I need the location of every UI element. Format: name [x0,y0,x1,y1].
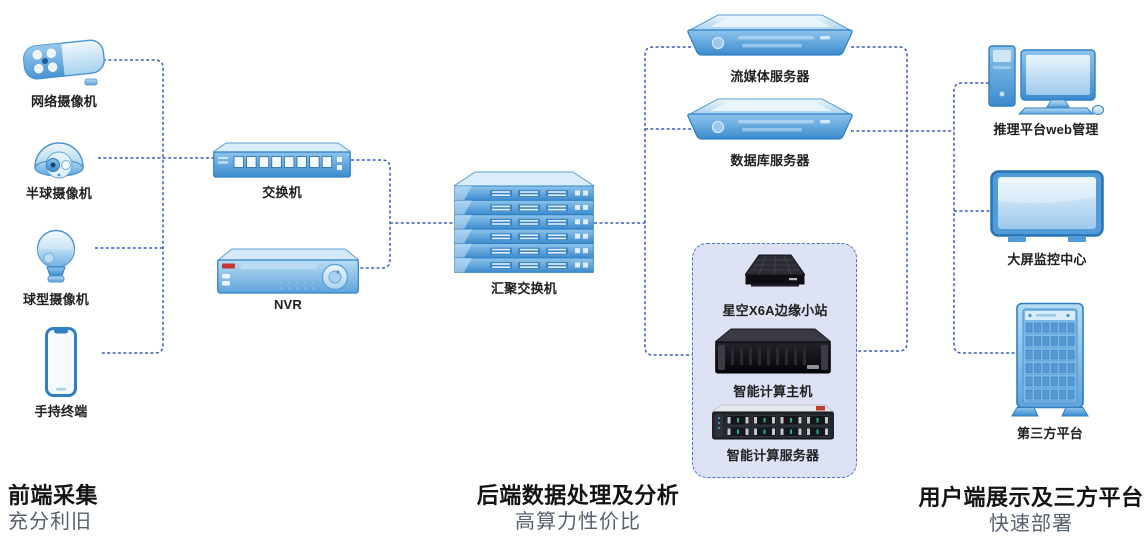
node-db-server: 数据库服务器 [686,97,854,169]
node-label: 半球摄像机 [25,186,92,201]
caption-subtitle: 高算力性价比 [515,511,641,534]
nvr-icon [217,248,359,294]
rack-server-icon [687,14,853,56]
caption-client: 用户端展示及三方平台 快速部署 [881,485,1146,535]
node-dome-camera: 半球摄像机 [9,134,109,202]
node-label: 智能计算主机 [733,384,813,399]
bullet-camera-icon [23,39,105,86]
caption-subtitle: 快速部署 [989,513,1073,536]
node-edge-station: 星空X6A边缘小站 [715,253,835,319]
caption-backend: 后端数据处理及分析 高算力性价比 [428,483,728,533]
node-label: 星空X6A边缘小站 [722,303,828,318]
node-aggregation-switch: 汇聚交换机 [454,171,594,297]
node-ai-server: 智能计算服务器 [712,404,834,464]
ptz-ball-camera-icon [36,229,76,283]
caption-subtitle: 充分利旧 [8,511,92,534]
node-handheld-terminal: 手持终端 [11,326,111,420]
wire-client-bus [953,82,1015,354]
node-ai-host: 智能计算主机 [715,328,831,400]
node-stream-server: 流媒体服务器 [686,13,854,85]
node-label: 交换机 [262,185,302,200]
node-big-screen: 大屏监控中心 [990,170,1104,268]
node-label: 第三方平台 [1016,426,1083,441]
tower-server-icon [1011,302,1089,417]
node-label: 大屏监控中心 [1007,252,1087,267]
edge-box-icon [745,254,805,287]
desktop-computer-icon [988,45,1104,115]
smartphone-icon [45,327,77,397]
rack-server-icon [687,98,853,140]
node-ptz-camera: 球型摄像机 [6,228,106,308]
caption-title: 前端采集 [8,483,99,508]
large-display-icon [990,170,1104,242]
switch-icon [213,142,351,178]
wire-camera-bus [100,59,164,354]
black-server-icon [715,328,831,374]
aggregation-switch-icon [454,171,594,273]
node-label: 汇聚交换机 [490,281,557,296]
node-label: 推理平台web管理 [993,122,1099,137]
caption-title: 后端数据处理及分析 [476,483,680,508]
dome-camera-icon [34,142,84,179]
node-web-management: 推理平台web管理 [987,44,1105,138]
node-label: 智能计算服务器 [726,448,820,463]
node-nvr: NVR [217,248,359,312]
drive-bay-server-icon [712,404,834,440]
node-label: 数据库服务器 [730,153,810,168]
caption-title: 用户端展示及三方平台 [918,485,1144,510]
wire-server-right-bus [851,46,908,352]
caption-frontend: 前端采集 充分利旧 [8,483,98,533]
node-third-party: 第三方平台 [1010,302,1090,442]
wire-core-bus [644,46,692,356]
node-ip-camera: 网络摄像机 [14,34,114,110]
node-label: 手持终端 [34,404,88,419]
node-label: 球型摄像机 [22,292,89,307]
node-switch: 交换机 [213,141,351,201]
node-label: NVR [273,297,303,312]
node-label: 网络摄像机 [30,94,97,109]
node-label: 流媒体服务器 [730,69,810,84]
wire-switch-nvr-bus [351,159,391,269]
